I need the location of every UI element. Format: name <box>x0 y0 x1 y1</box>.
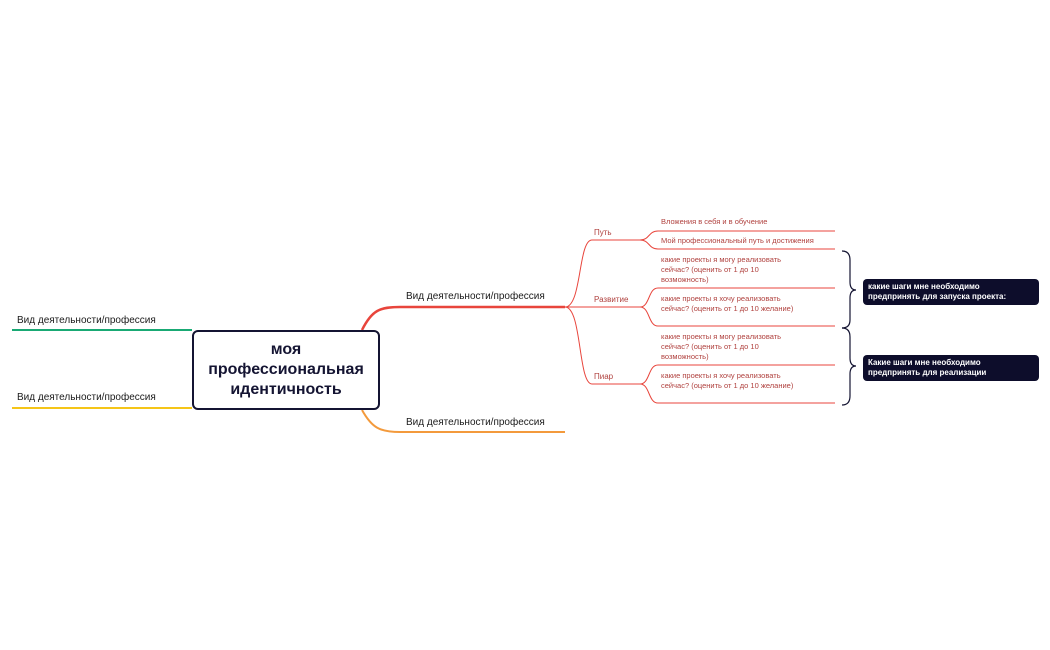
leaf-line-4 <box>639 306 835 327</box>
leaf-label-3[interactable]: какие проекты я могу реализовать сейчас?… <box>661 255 782 284</box>
right-branch-line-2 <box>361 409 565 433</box>
leaf-label-6[interactable]: какие проекты я хочу реализовать сейчас?… <box>661 371 794 390</box>
brace-1 <box>841 250 857 329</box>
sub-branch-label-dev[interactable]: Развитие <box>594 295 629 304</box>
leaf-line-6 <box>639 383 835 404</box>
right-branch-label-1[interactable]: Вид деятельности/профессия <box>406 291 545 302</box>
leaf-line-5 <box>639 364 835 385</box>
left-branch-label-2[interactable]: Вид деятельности/профессия <box>17 392 156 403</box>
root-title: моя профессиональная идентичность <box>208 341 364 398</box>
leaf-line-2 <box>639 239 835 250</box>
root-node[interactable]: моя профессиональная идентичность <box>192 330 380 410</box>
leaf-label-4[interactable]: какие проекты я хочу реализовать сейчас?… <box>661 294 794 313</box>
leaf-label-2[interactable]: Мой профессиональный путь и достижения <box>661 236 814 245</box>
leaf-label-1[interactable]: Вложения в себя и в обучение <box>661 217 768 226</box>
note-launch[interactable]: какие шаги мне необходимо предпринять дл… <box>863 279 1039 305</box>
leaf-line-1 <box>639 230 835 241</box>
sub-branch-line-pr <box>564 306 640 385</box>
sub-branch-line-path <box>564 239 640 308</box>
sub-branch-label-pr[interactable]: Пиар <box>594 372 614 381</box>
right-branch-label-2[interactable]: Вид деятельности/профессия <box>406 417 545 428</box>
brace-2 <box>841 327 857 406</box>
sub-branch-label-path[interactable]: Путь <box>594 228 612 237</box>
leaf-line-3 <box>639 287 835 308</box>
note-realization[interactable]: Какие шаги мне необходимо предпринять дл… <box>863 355 1039 381</box>
leaf-label-5[interactable]: какие проекты я могу реализовать сейчас?… <box>661 332 782 361</box>
left-branch-label-1[interactable]: Вид деятельности/профессия <box>17 315 156 326</box>
right-branch-line-1 <box>360 305 565 331</box>
